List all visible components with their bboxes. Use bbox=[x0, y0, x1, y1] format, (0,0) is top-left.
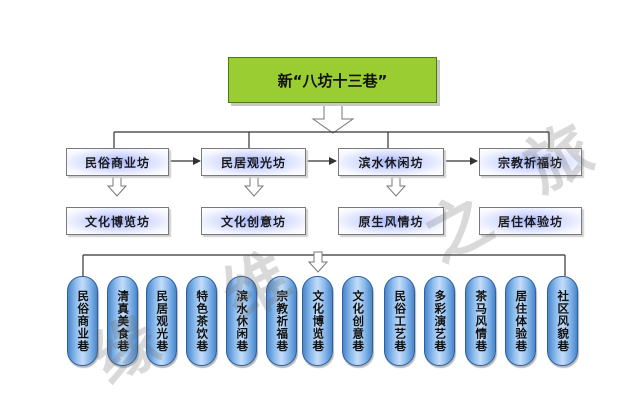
level1-box-1: 民俗商业坊 bbox=[66, 148, 169, 176]
level2-box-1: 文化博览坊 bbox=[66, 207, 169, 235]
level2-box-3: 原生风情坊 bbox=[338, 207, 444, 235]
lane-pill-13: 社区风貌巷 bbox=[547, 276, 578, 366]
level1-box-3: 滨水休闲坊 bbox=[338, 148, 444, 176]
lane-label: 滨水休闲巷 bbox=[235, 289, 250, 353]
lane-pill-1: 民俗商业巷 bbox=[67, 276, 98, 366]
lane-label: 清真美食巷 bbox=[116, 289, 131, 353]
level1-label: 民居观光坊 bbox=[220, 155, 286, 170]
lane-label: 特色茶饮巷 bbox=[195, 289, 210, 353]
down-arrow-col2 bbox=[243, 176, 265, 197]
level2-label: 原生风情坊 bbox=[358, 214, 424, 229]
lane-pill-11: 茶马风情巷 bbox=[465, 276, 496, 366]
lane-label: 茶马风情巷 bbox=[474, 289, 489, 353]
title-box: 新“八坊十三巷” bbox=[228, 57, 437, 103]
lane-pill-2: 清真美食巷 bbox=[107, 276, 138, 366]
lane-pill-3: 民居观光巷 bbox=[146, 276, 177, 366]
lane-pill-4: 特色茶饮巷 bbox=[186, 276, 217, 366]
title-text: 新“八坊十三巷” bbox=[277, 71, 388, 90]
bus-lanes bbox=[82, 254, 566, 276]
lane-pill-9: 民俗工艺巷 bbox=[384, 276, 415, 366]
lane-pill-8: 文化创意巷 bbox=[342, 276, 373, 366]
level2-box-2: 文化创意坊 bbox=[201, 207, 306, 235]
lane-pill-10: 多彩演艺巷 bbox=[424, 276, 455, 366]
lane-label: 民居观光巷 bbox=[155, 289, 170, 353]
lane-pill-6: 宗教祈福巷 bbox=[266, 276, 297, 366]
lane-label: 居住体验巷 bbox=[514, 289, 529, 353]
lane-label: 民俗工艺巷 bbox=[393, 289, 408, 353]
level2-label: 文化创意坊 bbox=[220, 214, 286, 229]
lane-pill-5: 滨水休闲巷 bbox=[226, 276, 257, 366]
down-arrow-lanes bbox=[307, 251, 329, 273]
lane-label: 文化博览巷 bbox=[311, 289, 326, 353]
lane-pill-7: 文化博览巷 bbox=[302, 276, 333, 366]
level1-box-4: 宗教祈福坊 bbox=[479, 148, 582, 176]
down-arrow-col1 bbox=[106, 176, 128, 197]
level2-label: 文化博览坊 bbox=[84, 214, 150, 229]
lane-label: 宗教祈福巷 bbox=[275, 289, 290, 353]
lane-pill-12: 居住体验巷 bbox=[505, 276, 536, 366]
level1-label: 民俗商业坊 bbox=[84, 155, 150, 170]
level1-label: 宗教祈福坊 bbox=[497, 155, 563, 170]
lane-label: 多彩演艺巷 bbox=[433, 289, 448, 353]
down-arrow-col3 bbox=[385, 176, 407, 197]
level1-box-2: 民居观光坊 bbox=[201, 148, 306, 176]
lane-label: 文化创意巷 bbox=[351, 289, 366, 353]
lane-label: 社区风貌巷 bbox=[556, 289, 571, 353]
down-arrow-title bbox=[311, 103, 355, 134]
level1-label: 滨水休闲坊 bbox=[358, 155, 424, 170]
lane-label: 民俗商业巷 bbox=[76, 289, 91, 353]
level2-box-4: 居住体验坊 bbox=[479, 207, 582, 235]
level2-label: 居住体验坊 bbox=[497, 214, 563, 229]
bus-level1 bbox=[113, 131, 550, 148]
